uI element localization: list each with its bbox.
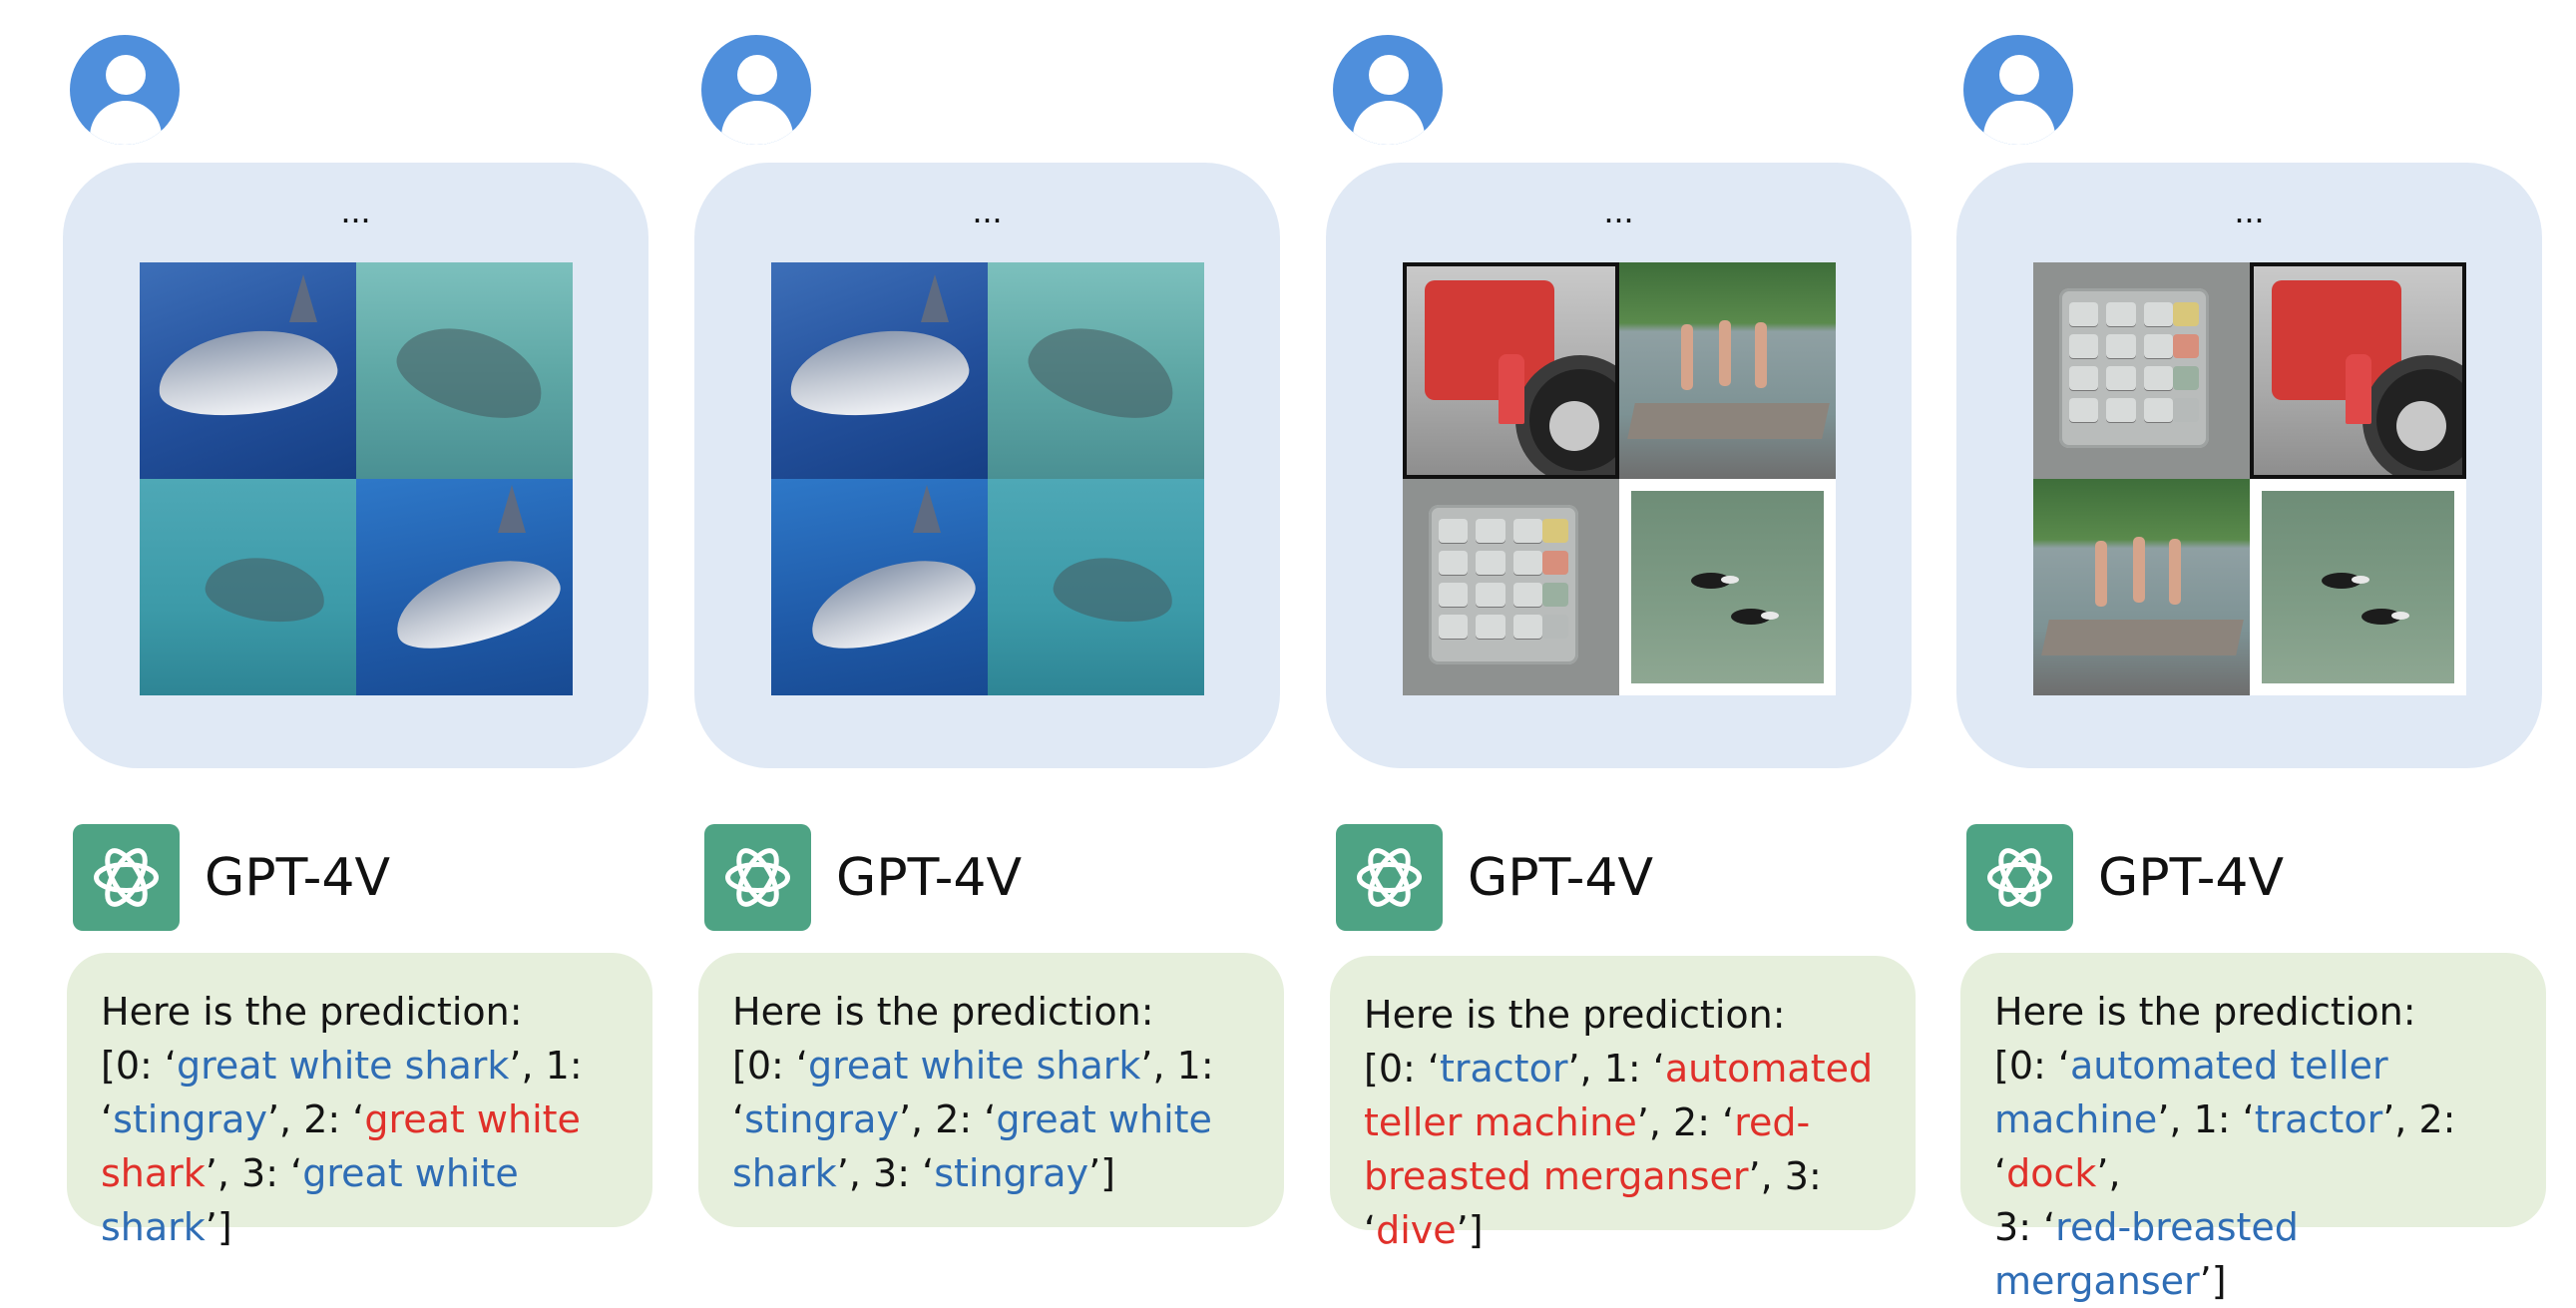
image-tile-shark	[771, 479, 988, 695]
image-tile-atm	[2033, 262, 2250, 479]
prediction-label: great white shark	[176, 1044, 510, 1088]
image-tile-stingray	[988, 479, 1204, 695]
ellipsis-text: ...	[972, 190, 1003, 230]
answer-bubble: Here is the prediction:[0: ‘great white …	[698, 953, 1284, 1227]
prediction-label: stingray	[744, 1097, 899, 1141]
ellipsis-text: ...	[340, 190, 371, 230]
openai-logo-icon	[73, 824, 180, 931]
user-avatar-icon	[70, 35, 180, 145]
image-tile-stingray	[356, 262, 573, 479]
ellipsis-text: ...	[1603, 190, 1634, 230]
answer-bubble: Here is the prediction:[0: ‘great white …	[67, 953, 652, 1249]
openai-logo-icon	[1336, 824, 1443, 931]
user-avatar-icon	[1333, 35, 1443, 145]
prediction-label: great white shark	[101, 1097, 581, 1195]
ellipsis-text: ...	[2234, 190, 2265, 230]
answer-bubble: Here is the prediction:[0: ‘tractor’, 1:…	[1330, 956, 1916, 1252]
model-name: GPT-4V	[836, 848, 1023, 908]
openai-logo-icon	[1966, 824, 2073, 931]
prediction-label: stingray	[934, 1151, 1089, 1195]
image-tile-dock	[2033, 479, 2250, 695]
panel-3: ... GPT-4V Here is the prediction:[0: ‘t…	[1323, 0, 1922, 1261]
prediction-label: automated teller machine	[1364, 1047, 1874, 1144]
user-avatar-icon	[701, 35, 811, 145]
panel-1: ... GPT-4V Here is the prediction:[0: ‘g…	[60, 0, 658, 1261]
panel-4: ... GPT-4V Here is the prediction:[0: ‘a…	[1953, 0, 2552, 1303]
image-tile-stingray	[140, 479, 356, 695]
prediction-label: dock	[2006, 1151, 2097, 1195]
user-image-bubble: ...	[1956, 163, 2542, 768]
image-tile-dock	[1619, 262, 1836, 479]
prediction-label: great white shark	[101, 1151, 519, 1249]
user-image-bubble: ...	[1326, 163, 1912, 768]
prediction-label: dive	[1376, 1208, 1457, 1252]
image-grid	[140, 262, 573, 695]
answer-intro: Here is the prediction:	[732, 990, 1154, 1034]
answer-intro: Here is the prediction:	[1364, 993, 1786, 1037]
image-tile-shark	[140, 262, 356, 479]
image-grid	[2033, 262, 2466, 695]
image-tile-shark	[356, 479, 573, 695]
image-tile-atm	[1403, 479, 1619, 695]
image-tile-mergansers	[2250, 479, 2466, 695]
prediction-label: tractor	[1439, 1047, 1568, 1090]
prediction-label: tractor	[2254, 1097, 2383, 1141]
model-name: GPT-4V	[205, 848, 391, 908]
user-avatar-icon	[1963, 35, 2073, 145]
prediction-label: red-breasted merganser	[1364, 1100, 1811, 1198]
image-tile-stingray	[988, 262, 1204, 479]
image-tile-tractor	[1403, 262, 1619, 479]
prediction-label: stingray	[113, 1097, 267, 1141]
prediction-label: red-breasted merganser	[1994, 1205, 2299, 1303]
prediction-label: great white shark	[732, 1097, 1212, 1195]
image-grid	[1403, 262, 1836, 695]
model-name: GPT-4V	[1468, 848, 1654, 908]
prediction-label: automated teller machine	[1994, 1044, 2388, 1141]
answer-intro: Here is the prediction:	[1994, 990, 2416, 1034]
user-image-bubble: ...	[694, 163, 1280, 768]
image-grid	[771, 262, 1204, 695]
image-tile-tractor	[2250, 262, 2466, 479]
answer-bubble: Here is the prediction:[0: ‘automated te…	[1960, 953, 2546, 1303]
panel-2: ... GPT-4V Here is the prediction:[0: ‘g…	[691, 0, 1290, 1261]
prediction-label: great white shark	[807, 1044, 1141, 1088]
model-name: GPT-4V	[2098, 848, 2285, 908]
openai-logo-icon	[704, 824, 811, 931]
answer-intro: Here is the prediction:	[101, 990, 523, 1034]
image-tile-shark	[771, 262, 988, 479]
user-image-bubble: ...	[63, 163, 648, 768]
image-tile-mergansers	[1619, 479, 1836, 695]
